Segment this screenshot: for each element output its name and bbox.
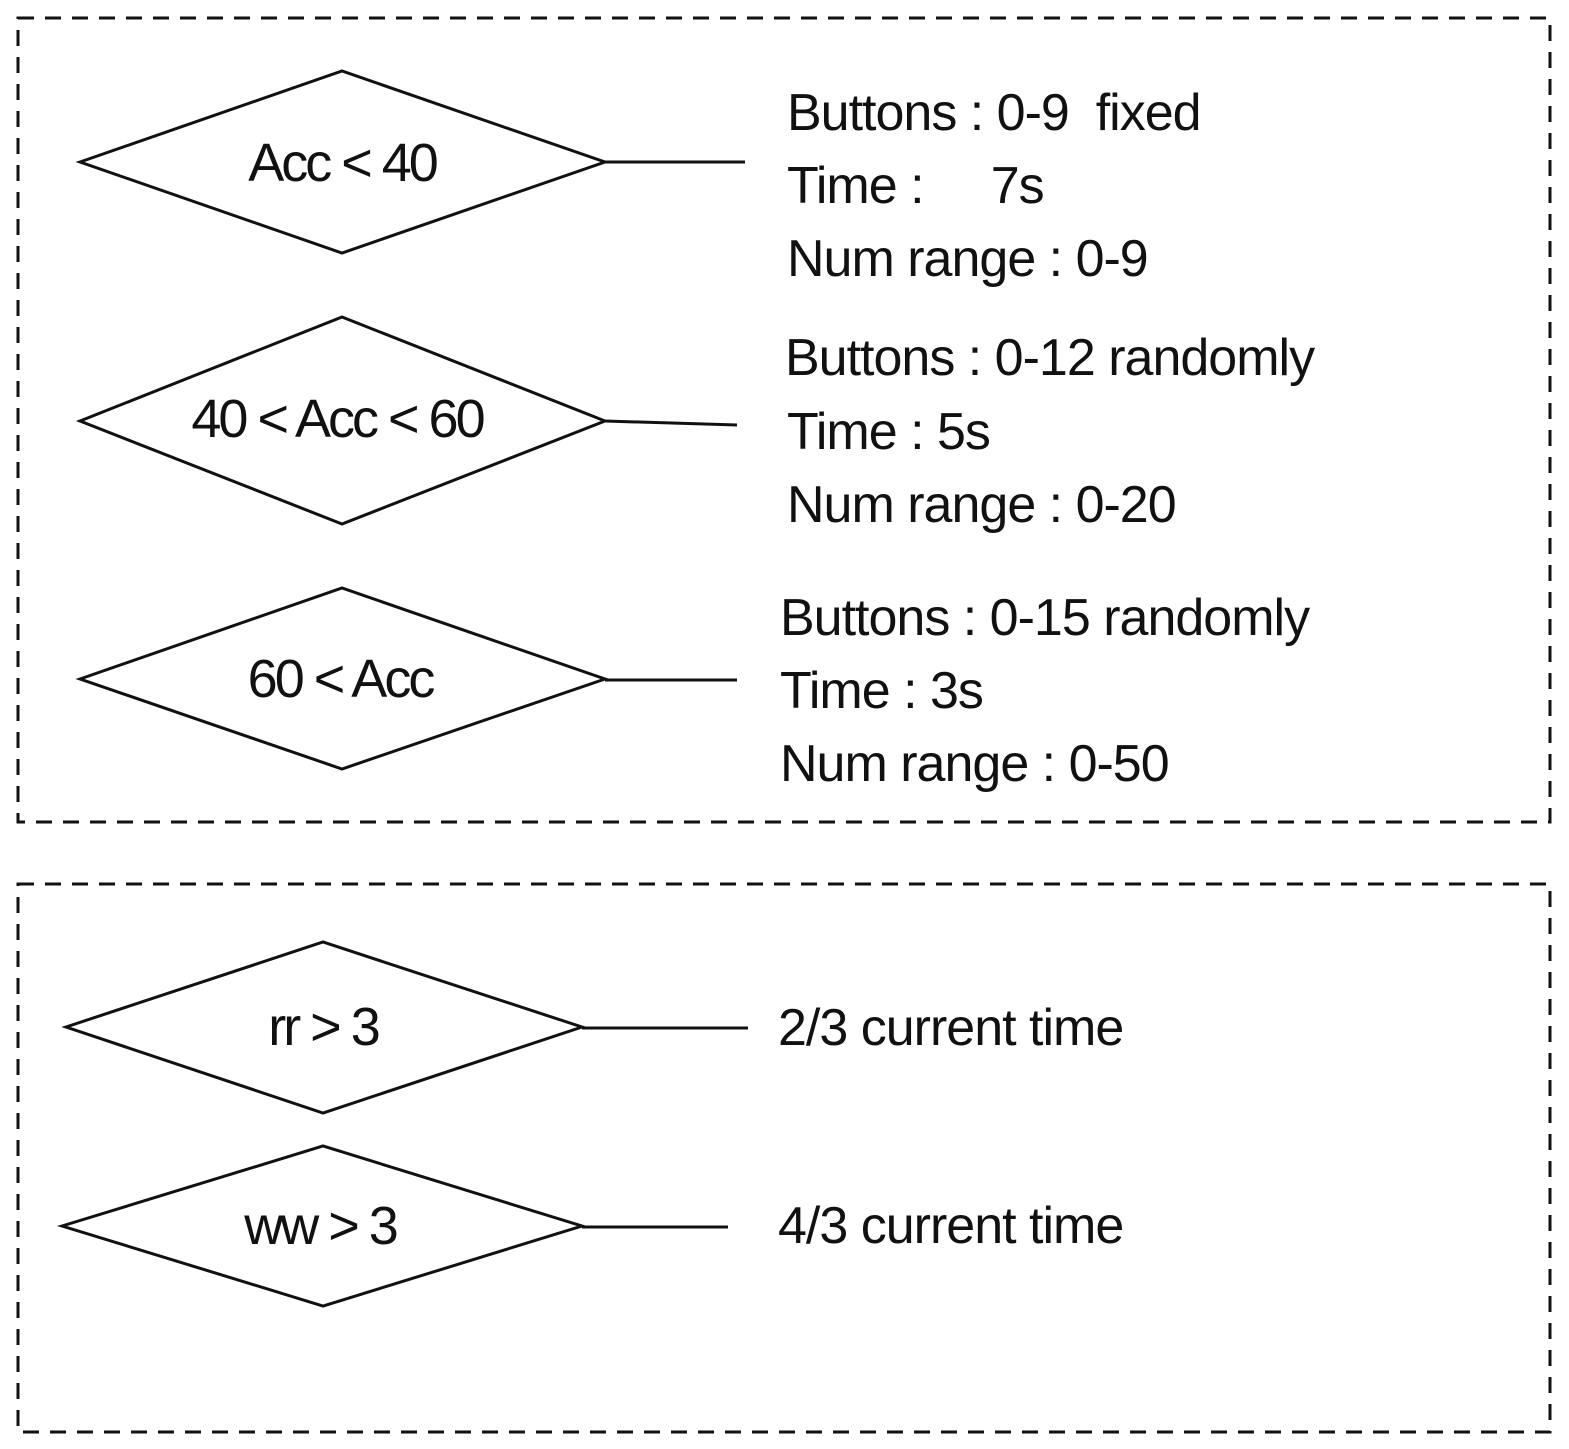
condition-label: ww > 3	[243, 1196, 397, 1256]
rule-line-time: Time : 7s	[787, 157, 1044, 215]
rule-line-time: Time : 3s	[780, 662, 983, 720]
rule-line-time: Time : 5s	[787, 403, 990, 461]
condition-label: 60 < Acc	[248, 649, 435, 709]
streak-rule-2: ww > 3 4/3 current time	[56, 1144, 1124, 1308]
rule-line-buttons: Buttons : 0-15 randomly	[780, 589, 1310, 647]
accuracy-rule-3: 60 < Acc Buttons : 0-15 randomly Time : …	[75, 586, 1311, 793]
rule-line-buttons: Buttons : 0-12 randomly	[785, 329, 1315, 387]
condition-label: Acc < 40	[248, 133, 437, 193]
condition-label: rr > 3	[268, 997, 379, 1057]
rule-line-num-range: Num range : 0-50	[780, 735, 1169, 793]
streak-rule-1: rr > 3 2/3 current time	[61, 940, 1124, 1115]
rule-line-num-range: Num range : 0-9	[787, 230, 1148, 288]
accuracy-group-frame	[16, 16, 1552, 824]
rule-result: 2/3 current time	[778, 999, 1123, 1057]
rule-line-num-range: Num range : 0-20	[787, 476, 1176, 534]
condition-label: 40 < Acc < 60	[191, 389, 483, 449]
connector-line	[604, 419, 738, 427]
accuracy-rule-1: Acc < 40 Buttons : 0-9 fixed Time : 7s N…	[75, 69, 1202, 288]
accuracy-rule-2: 40 < Acc < 60 Buttons : 0-12 randomly Ti…	[75, 315, 1316, 534]
streak-group-frame	[16, 882, 1552, 1434]
rule-result: 4/3 current time	[778, 1197, 1123, 1255]
rule-line-buttons: Buttons : 0-9 fixed	[787, 84, 1201, 142]
